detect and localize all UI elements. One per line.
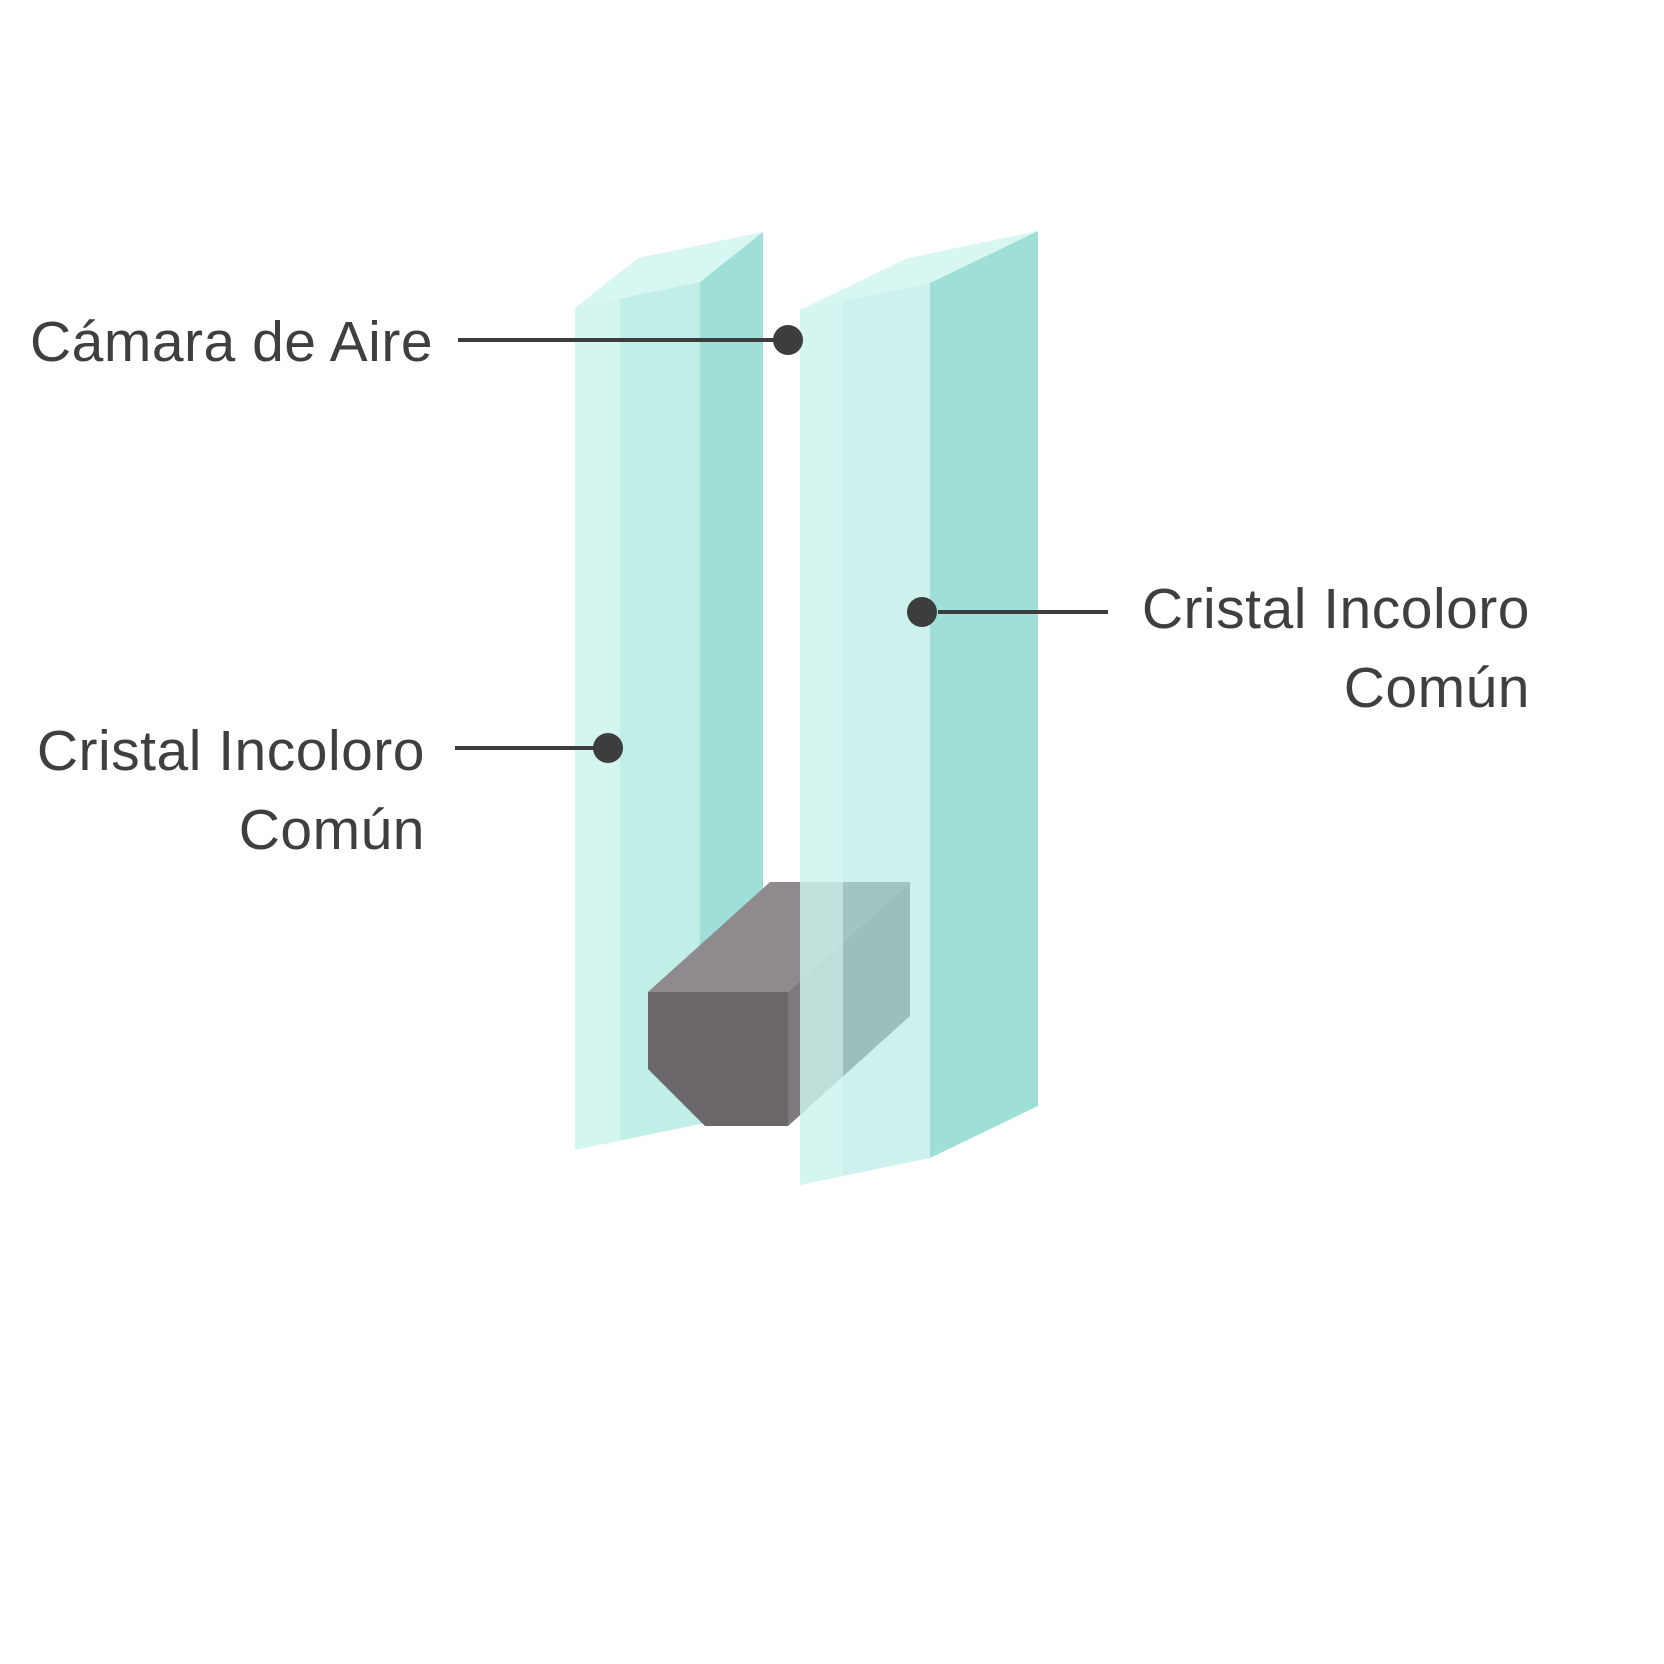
left-pane-top-face [575,232,763,308]
label-left-glass: Cristal Incoloro Común [30,712,425,869]
air-chamber-pointer-dot [773,325,803,355]
spacer-front-face [648,992,788,1126]
left-pane-side-face [700,232,763,1124]
label-air-chamber-text: Cámara de Aire [30,310,434,374]
label-right-glass-line2: Común [1343,655,1530,720]
right-pane-side-face [930,231,1038,1158]
callouts [455,325,1108,763]
label-right-glass-line1: Cristal Incoloro [1141,577,1530,641]
label-left-glass-line2: Común [238,797,425,862]
label-right-glass: Cristal Incoloro Común [1138,570,1530,727]
right-glass-pane [800,231,1038,1185]
right-pane-top-face [800,231,1038,310]
label-air-chamber: Cámara de Aire [30,303,442,382]
right-glass-pointer-dot [907,597,937,627]
left-glass-pointer-dot [593,733,623,763]
label-left-glass-line1: Cristal Incoloro [36,719,425,783]
left-pane-edge-highlight [575,299,620,1150]
left-glass-pane [575,232,763,1150]
right-pane-edge-highlight [800,301,843,1185]
